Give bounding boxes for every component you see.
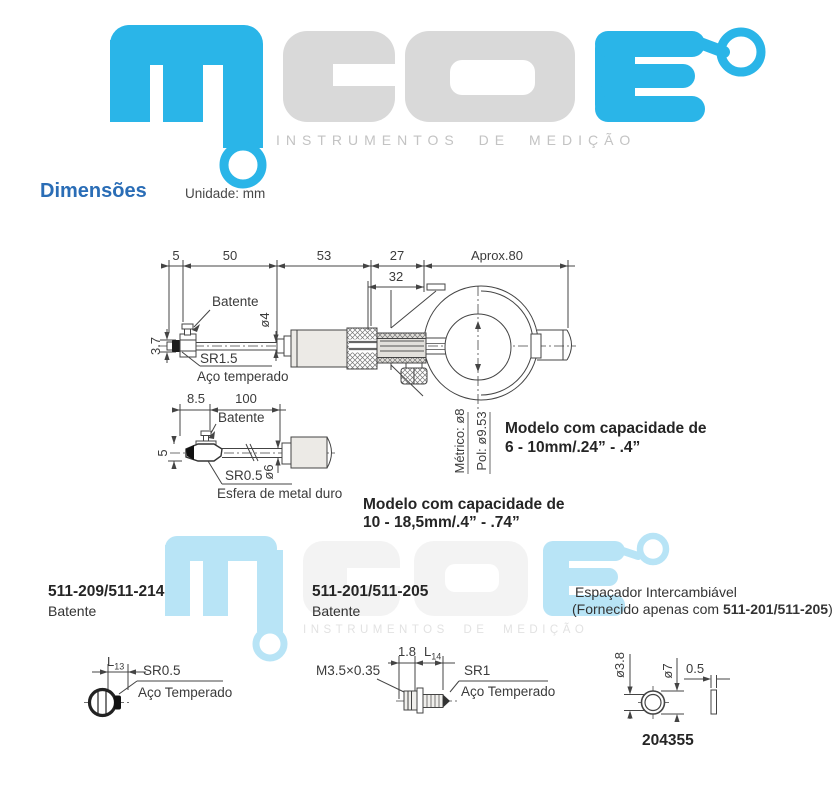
batente-label-main: Batente	[212, 294, 259, 309]
small-gauge-drawing	[168, 351, 335, 485]
unit-note: Unidade: mm	[185, 186, 266, 201]
material-label-201: Aço Temperado	[461, 684, 556, 699]
dim-53: 53	[316, 248, 332, 263]
dim-rod-dia: ø4	[257, 312, 273, 328]
thread-label: M3.5×0.35	[316, 663, 381, 678]
batente-209-drawing	[84, 664, 223, 718]
spacer-subtitle-prefix: (Fornecido apenas com	[572, 601, 723, 617]
sr1-label: SR1	[464, 663, 491, 678]
capacity1-line2: 6 - 10mm/.24” - .4”	[505, 439, 641, 456]
spacer-part-number: 204355	[642, 732, 694, 749]
sr15-label: SR1.5	[200, 351, 238, 366]
page-title: Dimensões	[40, 180, 147, 202]
dim-rod-dia-small: ø6	[261, 464, 277, 480]
part-title-201: 511-201/511-205	[312, 583, 429, 600]
capacity2-line1: Modelo com capacidade de	[363, 496, 565, 513]
dim-thickness: 0.5	[686, 661, 705, 676]
main-gauge-drawing	[158, 260, 576, 474]
dim-32: 32	[388, 269, 404, 284]
watermark-tagline: INSTRUMENTOS DE MEDIÇÃO	[303, 624, 589, 636]
logo-letter-e2	[595, 27, 766, 122]
dim-3-7: 3.7	[148, 336, 164, 356]
material-label-main: Aço temperado	[197, 369, 289, 384]
stem-metric-label: Métrico: ø8	[452, 408, 468, 474]
spacer-title: Espaçador Intercambiável	[575, 584, 737, 600]
capacity1-line1: Modelo com capacidade de	[505, 420, 707, 437]
sr05-label-small: SR0.5	[225, 468, 263, 483]
dim-5-small: 5	[155, 449, 171, 457]
dim-aprox80: Aprox.80	[470, 248, 524, 263]
material-label-209: Aço Temperado	[138, 685, 233, 700]
spacer-drawing	[624, 654, 730, 722]
dim-5: 5	[172, 248, 180, 263]
dim-l14: L14	[424, 644, 442, 662]
dim-8-5: 8.5	[186, 391, 206, 406]
spacer-subtitle-suffix: )	[828, 601, 833, 617]
mede-logo	[110, 25, 766, 189]
part-subtitle-201: Batente	[312, 603, 361, 619]
spacer-subtitle-bold: 511-201/511-205	[722, 601, 829, 617]
dim-dia-inner: ø3.8	[612, 651, 628, 679]
spacer-subtitle: (Fornecido apenas com 511-201/511-205)	[572, 602, 833, 617]
dim-27: 27	[389, 248, 405, 263]
dim-100: 100	[235, 391, 257, 406]
stem-inch-label: Pol: ø9.53	[474, 411, 490, 471]
dim-l13: L13	[107, 654, 125, 672]
sr05-label-209: SR0.5	[143, 663, 181, 678]
dim-1-8: 1.8	[397, 644, 417, 659]
dim-arrows	[161, 263, 568, 269]
batente-201-drawing	[376, 656, 548, 714]
logo-e-ring	[716, 27, 766, 77]
dim-50: 50	[222, 248, 238, 263]
dim-dia-outer: ø7	[660, 663, 676, 679]
part-title-209: 511-209/511-214	[48, 583, 165, 600]
capacity2-line2: 10 - 18,5mm/.4” - .74”	[363, 514, 520, 531]
part-subtitle-209: Batente	[48, 603, 97, 619]
logo-m-ring	[219, 141, 267, 189]
logo-tagline: INSTRUMENTOS DE MEDIÇÃO	[276, 132, 637, 148]
mede-watermark	[165, 532, 670, 662]
material-label-small: Esfera de metal duro	[217, 486, 343, 501]
batente-label-small: Batente	[218, 410, 265, 425]
